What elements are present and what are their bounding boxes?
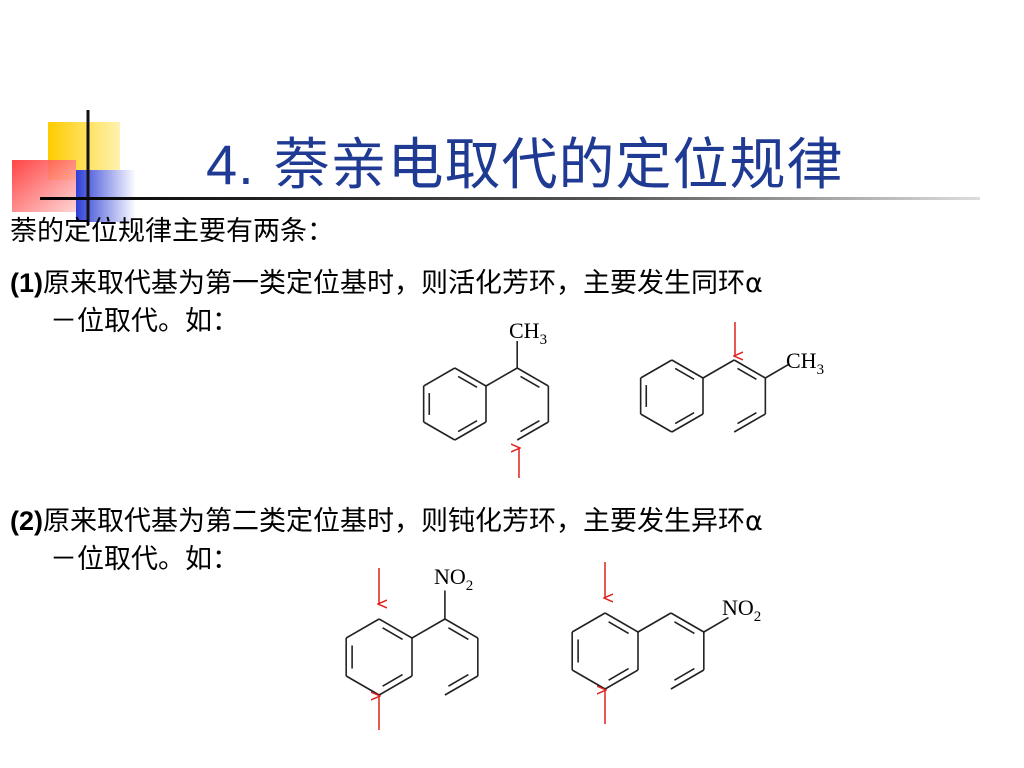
bond	[444, 675, 479, 696]
double-bond	[448, 673, 469, 687]
bond	[454, 367, 487, 387]
double-bond	[608, 621, 629, 635]
bond	[485, 367, 518, 387]
rule-1-line1: 原来取代基为第一类定位基时，则活化芳环，主要发生同环α	[43, 268, 763, 299]
double-bond	[457, 419, 478, 433]
ch3-label-1: CH3	[509, 318, 547, 348]
page-title: 4. 萘亲电取代的定位规律	[206, 120, 844, 201]
bond	[516, 367, 549, 387]
double-bond	[457, 375, 478, 389]
bond	[571, 669, 606, 690]
bond	[378, 618, 413, 639]
bond	[670, 669, 705, 690]
bond	[423, 421, 456, 441]
bond	[604, 669, 639, 690]
rule-2-line1: 原来取代基为第二类定位基时，则钝化芳环，主要发生异环α	[43, 506, 763, 537]
double-bond	[737, 411, 757, 425]
ch3-label-2: CH3	[786, 348, 824, 378]
1-nitronaphthalene	[345, 590, 479, 696]
2-nitronaphthalene	[571, 612, 729, 690]
double-bond	[674, 667, 695, 681]
double-bond	[448, 627, 469, 641]
bond	[733, 359, 766, 379]
decorative-corner	[12, 110, 980, 225]
red-square	[12, 160, 76, 212]
bond	[516, 421, 549, 441]
rule-2-line2: －位取代。如：	[50, 544, 239, 575]
double-bond	[520, 419, 540, 433]
title-text: 萘亲电取代的定位规律	[273, 133, 844, 198]
1-methylnaphthalene	[422, 341, 550, 441]
substituent-bond	[703, 616, 729, 633]
rule-2: (2)原来取代基为第二类定位基时，则钝化芳环，主要发生异环α －位取代。如：	[10, 502, 763, 579]
rule-1: (1)原来取代基为第一类定位基时，则活化芳环，主要发生同环α －位取代。如：	[10, 264, 763, 341]
bond	[378, 675, 413, 696]
bond	[454, 421, 487, 441]
bond	[604, 612, 639, 633]
rule-1-label: (1)	[10, 268, 43, 298]
bond	[733, 413, 766, 433]
2-methylnaphthalene	[639, 359, 790, 433]
bond	[671, 359, 704, 379]
double-bond	[674, 411, 695, 425]
bond	[671, 413, 704, 433]
double-bond	[674, 621, 695, 635]
bond	[345, 675, 380, 696]
bond	[640, 359, 673, 379]
intro-text: 萘的定位规律主要有两条：	[10, 216, 334, 247]
double-bond	[382, 673, 403, 687]
double-bond	[520, 375, 540, 389]
bond	[423, 367, 456, 387]
title-number: 4.	[206, 133, 255, 196]
rule-1-line2: －位取代。如：	[50, 306, 239, 337]
bond	[411, 618, 446, 639]
blue-square	[76, 170, 136, 222]
double-bond	[674, 367, 695, 381]
substituent-bond	[764, 363, 790, 379]
double-bond	[382, 627, 403, 641]
bond	[571, 612, 606, 633]
bond	[637, 612, 672, 633]
bond	[670, 612, 705, 633]
rule-2-label: (2)	[10, 506, 43, 536]
bond	[444, 618, 479, 639]
double-bond	[608, 667, 629, 681]
no2-label-1: NO2	[434, 564, 473, 594]
no2-label-2: NO2	[722, 595, 761, 625]
double-bond	[737, 367, 757, 381]
title-underline	[40, 197, 980, 200]
bond	[345, 618, 380, 639]
bond	[702, 359, 735, 379]
bond	[640, 413, 673, 433]
